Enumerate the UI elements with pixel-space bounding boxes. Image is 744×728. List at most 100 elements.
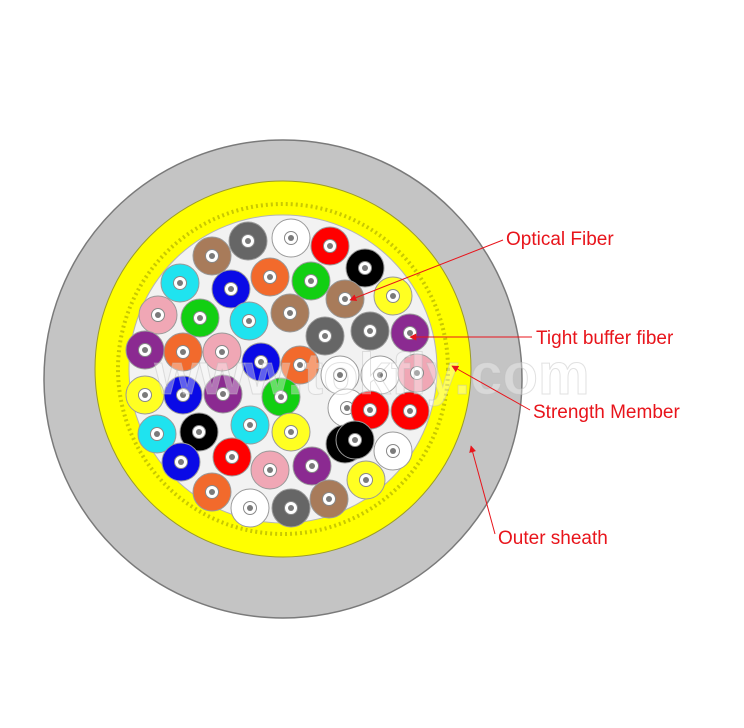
optical-fiber-pointer [349, 239, 504, 301]
optical-fiber-core [407, 408, 413, 414]
optical-fiber-core [367, 328, 373, 334]
tight-buffer-fiber-gray [350, 311, 390, 351]
tight-buffer-fiber-gray [271, 488, 311, 528]
tight-buffer-fiber-violet [203, 374, 243, 414]
tight-buffer-fiber-brown [270, 293, 310, 333]
optical-fiber-core [308, 278, 314, 284]
optical-fiber-core [297, 362, 303, 368]
optical-fiber-core [288, 235, 294, 241]
optical-fiber-core [180, 392, 186, 398]
optical-fiber-core [362, 265, 368, 271]
optical-fiber-core [219, 349, 225, 355]
optical-fiber-core [247, 422, 253, 428]
tight-buffer-fiber-red [310, 226, 350, 266]
label-strength-member: Strength Member [533, 402, 680, 423]
optical-fiber-core [390, 293, 396, 299]
tight-buffer-fiber-green [261, 377, 301, 417]
tight-buffer-fiber-rose [397, 353, 437, 393]
optical-fiber-core [390, 448, 396, 454]
optical-fiber-core [228, 286, 234, 292]
optical-fiber-core [322, 333, 328, 339]
optical-fiber-core [288, 505, 294, 511]
tight-buffer-fiber-brown [192, 236, 232, 276]
optical-fiber-core [344, 405, 350, 411]
tight-buffer-fiber-aqua [229, 301, 269, 341]
optical-fiber-core [245, 238, 251, 244]
tight-buffer-fibers [125, 218, 437, 528]
optical-fiber-core [209, 489, 215, 495]
tight-buffer-fiber-brown [309, 479, 349, 519]
tight-buffer-fiber-blue [211, 269, 251, 309]
optical-fiber-core [209, 253, 215, 259]
tight-buffer-fiber-aqua [230, 405, 270, 445]
tight-buffer-fiber-white [373, 431, 413, 471]
optical-fiber-core [178, 459, 184, 465]
tight-buffer-fiber-violet [390, 313, 430, 353]
tight-buffer-fiber-yellow [125, 375, 165, 415]
tight-buffer-fiber-green [180, 298, 220, 338]
optical-fiber-core [180, 349, 186, 355]
tight-buffer-fiber-white [230, 488, 270, 528]
tight-buffer-fiber-black [335, 420, 375, 460]
optical-fiber-core [278, 394, 284, 400]
optical-fiber-core [154, 431, 160, 437]
outer-sheath-pointer [469, 445, 496, 535]
tight-buffer-fiber-orange [250, 257, 290, 297]
optical-fiber-core [155, 312, 161, 318]
optical-fiber-core [287, 310, 293, 316]
label-optical-fiber: Optical Fiber [506, 229, 614, 250]
tight-buffer-fiber-rose [250, 450, 290, 490]
tight-buffer-fiber-yellow [346, 460, 386, 500]
optical-fiber-core [267, 274, 273, 280]
optical-fiber-core [363, 477, 369, 483]
optical-fiber-core [407, 330, 413, 336]
tight-buffer-fiber-blue [163, 375, 203, 415]
tight-buffer-fiber-white [320, 355, 360, 395]
strength-member-pointer [451, 365, 531, 411]
optical-fiber-core [367, 407, 373, 413]
tight-buffer-fiber-orange [163, 332, 203, 372]
tight-buffer-fiber-aqua [137, 414, 177, 454]
optical-fiber-core [337, 372, 343, 378]
optical-fiber-core [220, 391, 226, 397]
optical-fiber-core [177, 280, 183, 286]
tight-buffer-fiber-green [291, 261, 331, 301]
optical-fiber-core [309, 463, 315, 469]
tight-buffer-fiber-rose [202, 332, 242, 372]
optical-fiber-core [377, 372, 383, 378]
tight-buffer-fiber-rose [138, 295, 178, 335]
tight-buffer-fiber-blue [241, 342, 281, 382]
strength-member-inner [116, 202, 450, 536]
optical-fiber-core [352, 437, 358, 443]
tight-buffer-fiber-white [271, 218, 311, 258]
tight-buffer-fiber-black [179, 412, 219, 452]
optical-fiber-core [246, 318, 252, 324]
label-outer-sheath: Outer sheath [498, 528, 608, 549]
optical-fiber-core [414, 370, 420, 376]
tight-buffer-fiber-orange [280, 345, 320, 385]
watermark-text: www.tokfly.com [153, 342, 589, 407]
tight-buffer-fiber-gray [305, 316, 345, 356]
tight-buffer-fiber-brown [325, 279, 365, 319]
optical-fiber-core [327, 243, 333, 249]
tight-buffer-fiber-violet [292, 446, 332, 486]
tight-buffer-fiber-yellow [271, 412, 311, 452]
tight-buffer-fiber-red [390, 391, 430, 431]
tight-buffer-fiber-white [360, 355, 400, 395]
tight-buffer-fiber-blue [161, 442, 201, 482]
optical-fiber-core [142, 347, 148, 353]
label-tight-buffer-fiber: Tight buffer fiber [536, 328, 674, 349]
tight-buffer-fiber-gray [228, 221, 268, 261]
optical-fiber-core [288, 429, 294, 435]
optical-fiber-core [196, 429, 202, 435]
optical-fiber-core [326, 496, 332, 502]
optical-fiber-core [258, 359, 264, 365]
tight-buffer-fiber-red [212, 437, 252, 477]
optical-fiber-core [229, 454, 235, 460]
optical-fiber-core [267, 467, 273, 473]
tight-buffer-fiber-orange [192, 472, 232, 512]
tight-buffer-fiber-aqua [160, 263, 200, 303]
optical-fiber-core [142, 392, 148, 398]
optical-fiber-core [342, 296, 348, 302]
